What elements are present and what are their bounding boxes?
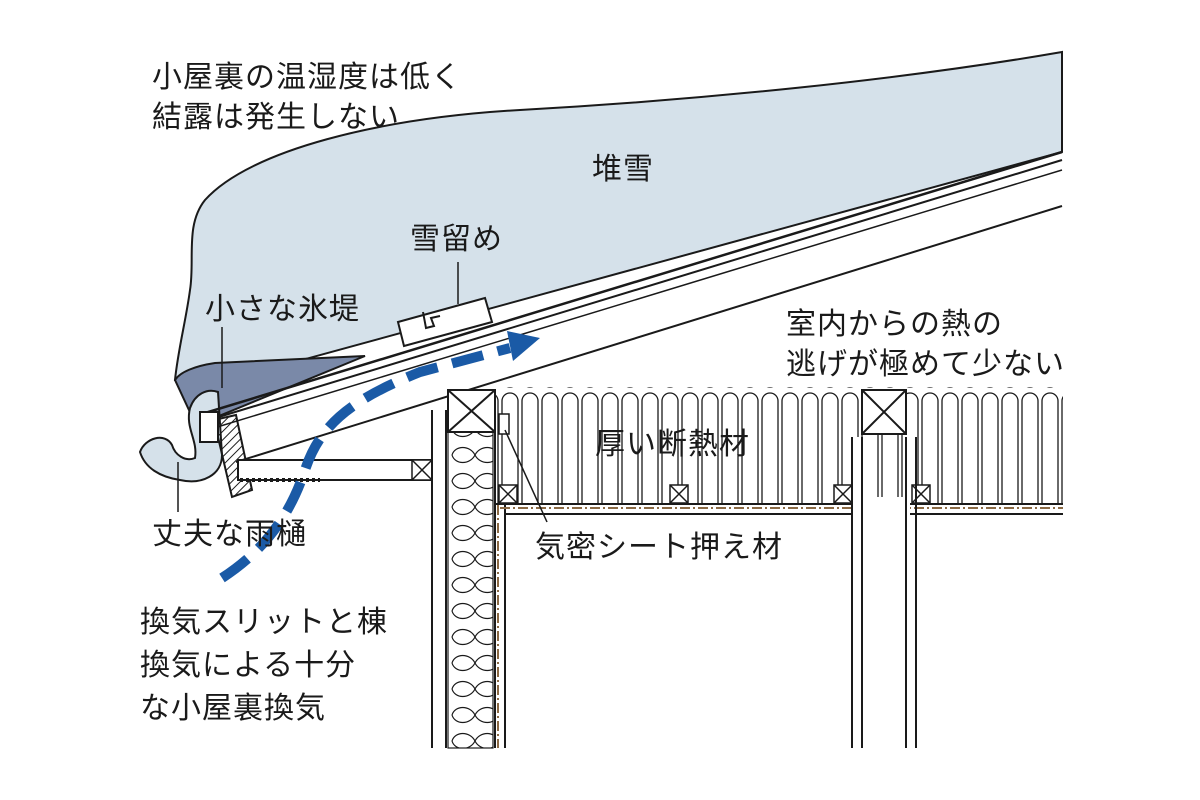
- heat-loss-label-line1: 室内からの熱の: [786, 307, 1003, 342]
- eave-block: [199, 411, 219, 443]
- snow-stopper-hook: [422, 311, 441, 330]
- ventilation-label-line3: な小屋裏換気: [140, 691, 326, 726]
- gutter-label: 丈夫な雨樋: [152, 517, 307, 552]
- snow-stopper-label: 雪留め: [410, 222, 503, 257]
- partition-insulation: [864, 437, 904, 497]
- retainer-block: [833, 484, 853, 504]
- soffit-end-block: [411, 459, 433, 481]
- ice-dam-label: 小さな氷堤: [205, 292, 360, 327]
- snow-pile-label: 堆雪: [592, 152, 654, 187]
- insulation-label: 厚い断熱材: [595, 427, 750, 462]
- airflow-arrow: [219, 343, 512, 583]
- soffit: [237, 459, 433, 481]
- attic-condition-label-line2: 結露は発生しない: [152, 100, 400, 135]
- wall-top-plate: [447, 389, 496, 433]
- retainer-block: [498, 484, 518, 504]
- leader-line-retainer: [504, 429, 548, 523]
- heat-loss-label-line2: 逃げが極めて少ない: [786, 347, 1065, 382]
- snow-stopper: [396, 296, 494, 348]
- partition-top-plate: [861, 389, 907, 435]
- roof-underside: [235, 205, 1063, 463]
- retainer-block: [911, 484, 931, 504]
- airtight-retainer-label: 気密シート押え材: [535, 530, 783, 565]
- ceiling-insulation: [495, 387, 1063, 504]
- roof-line: [213, 169, 1063, 429]
- wall-insulation: [447, 431, 494, 749]
- roof-line: [204, 150, 1063, 415]
- snow-pile: [173, 50, 1063, 385]
- ventilation-label-line1: 換気スリットと棟: [140, 605, 388, 640]
- airflow-arrowhead: [507, 331, 540, 361]
- retainer-block: [498, 413, 510, 435]
- ventilation-label-line2: 換気による十分: [140, 648, 357, 683]
- roof-line: [208, 159, 1063, 421]
- retainer-block: [669, 484, 689, 504]
- attic-condition-label-line1: 小屋裏の温湿度は低く: [152, 60, 462, 95]
